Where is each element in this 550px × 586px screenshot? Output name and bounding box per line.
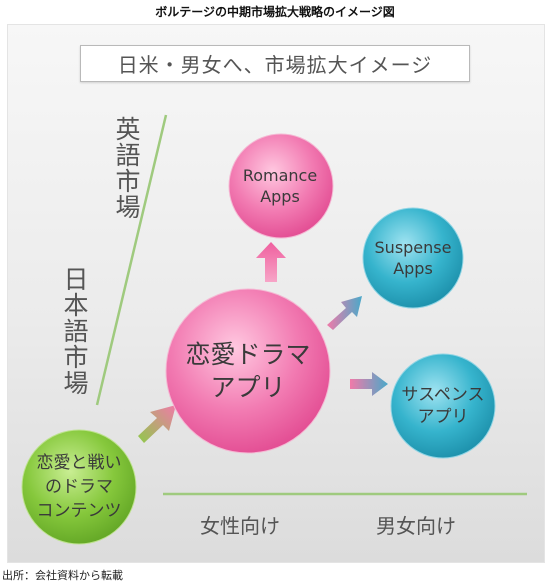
- romance-drama-app-line-2: アプリ: [210, 373, 286, 402]
- all-genders-label: 男女向け: [376, 514, 456, 538]
- romance-battle-content-line-2: のドラマ: [45, 477, 113, 497]
- japanese-market-label: 日本語市場: [60, 266, 89, 396]
- arrow-drama-to-suspense-en: [327, 296, 362, 330]
- source-note: 出所：会社資料から転載: [2, 569, 123, 582]
- romance-drama-app-text: 恋愛ドラマ アプリ: [168, 334, 328, 408]
- female-oriented-label: 女性向け: [200, 514, 280, 538]
- romance-apps-line-2: Apps: [260, 187, 300, 206]
- suspense-app-ja-text: サスペンス アプリ: [392, 380, 494, 432]
- circle-suspense-apps: [362, 207, 464, 309]
- circle-suspense-app-ja: [390, 353, 496, 459]
- suspense-apps-line-1: Suspense: [374, 238, 452, 257]
- romance-battle-content-text: 恋愛と戦い のドラマ コンテンツ: [24, 446, 134, 528]
- market-expansion-label: 日米・男女へ、市場拡大イメージ: [80, 45, 470, 82]
- circle-romance-battle-content: [21, 429, 137, 545]
- circle-romance-drama-app: [165, 288, 331, 454]
- arrow-content-to-drama: [138, 405, 176, 443]
- arrow-drama-to-suspense-ja: [350, 372, 388, 396]
- romance-apps-line-1: Romance: [242, 166, 318, 185]
- suspense-app-ja-line-2: アプリ: [417, 407, 469, 427]
- romance-battle-content-line-1: 恋愛と戦い: [36, 453, 122, 473]
- suspense-apps-line-2: Apps: [393, 259, 433, 278]
- romance-apps-text: Romance Apps: [229, 160, 331, 212]
- arrow-drama-to-romance: [256, 242, 286, 282]
- figure-title: ボルテージの中期市場拡大戦略のイメージ図: [155, 5, 395, 19]
- suspense-apps-text: Suspense Apps: [364, 232, 462, 284]
- circle-romance-apps: [228, 133, 334, 239]
- suspense-app-ja-line-1: サスペンス: [401, 385, 485, 405]
- romance-drama-app-line-1: 恋愛ドラマ: [185, 340, 311, 369]
- english-market-label: 英語市場: [112, 116, 141, 220]
- vertical-axis-line: [95, 114, 168, 406]
- romance-battle-content-line-3: コンテンツ: [36, 501, 122, 521]
